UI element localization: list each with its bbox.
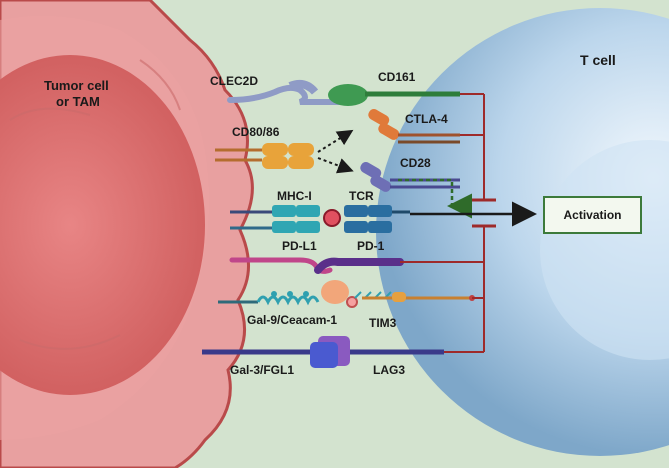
gal9-ceacam1-label: Gal-9/Ceacam-1 (247, 313, 338, 327)
t-cell-label: T cell (580, 52, 616, 68)
tumor-cell-label: Tumor cell or TAM (44, 78, 109, 109)
gal3-fgl1-label: Gal-3/FGL1 (230, 363, 295, 377)
activation-box: Activation (543, 196, 642, 234)
ctla4-label: CTLA-4 (405, 112, 448, 126)
ctla4-receptor (368, 109, 460, 144)
pdl1-label: PD-L1 (282, 239, 317, 253)
mhc1-label: MHC-I (277, 189, 312, 203)
clec2d-label: CLEC2D (210, 74, 259, 88)
cd161-receptor (328, 84, 368, 106)
arrow-to-cd28 (317, 157, 354, 174)
tumor-cell (0, 0, 254, 468)
pd1-label: PD-1 (357, 239, 385, 253)
pdl1-pd1-pair (229, 257, 404, 274)
cd80-86-label: CD80/86 (232, 125, 280, 139)
gal9-tim3-pair (218, 280, 475, 308)
cd80-86-ligand (215, 143, 314, 169)
t-cell (376, 8, 669, 456)
tim3-label: TIM3 (369, 316, 397, 330)
clec2d-cd161-pair (227, 80, 460, 106)
activation-label: Activation (563, 208, 622, 222)
lag3-label: LAG3 (373, 363, 406, 377)
mhc-tcr-complex (230, 205, 410, 233)
tumor-nucleus (0, 55, 205, 395)
tcr-label: TCR (349, 189, 374, 203)
cd28-label: CD28 (400, 156, 431, 170)
gal3-lag3-pair (202, 336, 444, 368)
inhibitory-pathway (400, 93, 496, 353)
arrow-to-ctla4 (317, 129, 354, 153)
cd28-costim-arrow (398, 178, 472, 219)
cd161-label: CD161 (378, 70, 416, 84)
